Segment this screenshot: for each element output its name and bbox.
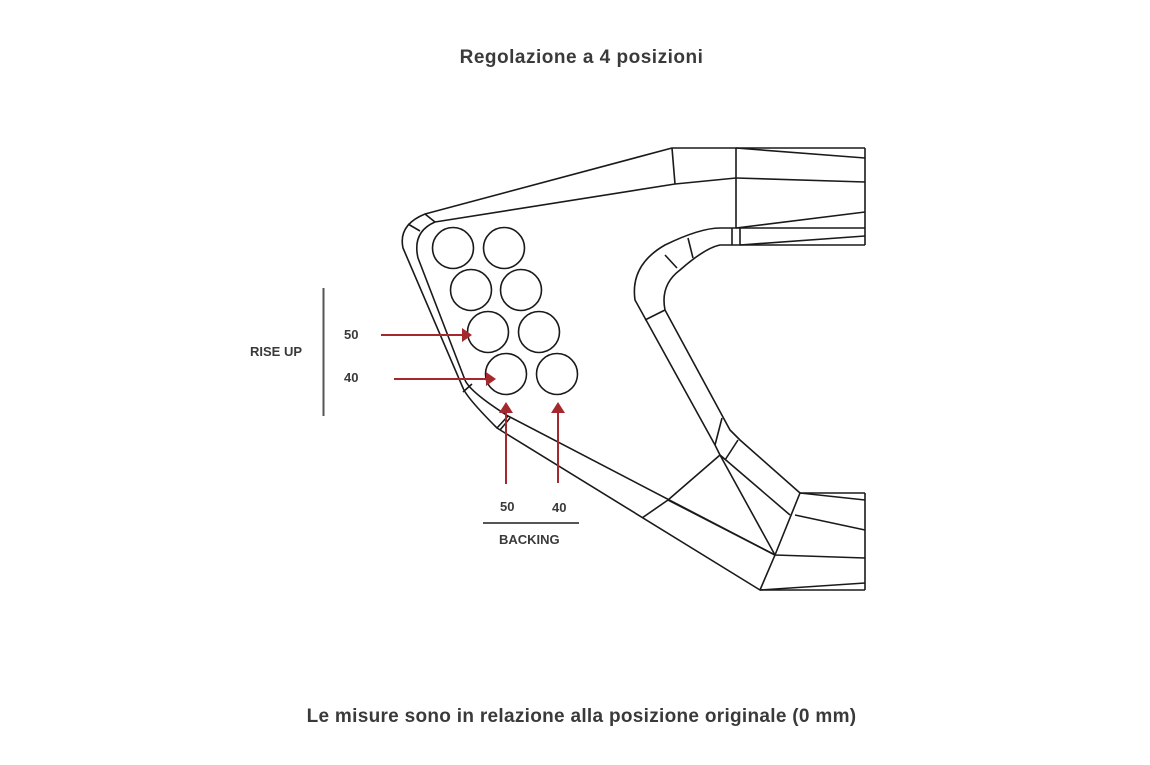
hole: [466, 310, 510, 354]
diagram-title: Regolazione a 4 posizioni: [459, 47, 704, 68]
bracket-opening-outer: [633, 227, 865, 516]
bracket-outer-edge: [401, 147, 865, 591]
bracket-opening-inner: [663, 244, 865, 494]
hole: [484, 352, 528, 396]
hole: [431, 226, 475, 270]
arrowhead-icon: [551, 402, 565, 413]
hole: [449, 268, 493, 312]
arrowhead-icon: [462, 328, 472, 342]
backing-value-50: 50: [500, 499, 515, 514]
hole: [482, 226, 526, 270]
arrowhead-icon: [486, 372, 496, 386]
hole: [499, 268, 543, 312]
arrowhead-icon: [499, 402, 513, 413]
hole: [535, 352, 579, 396]
rise-up-value-40: 40: [344, 370, 359, 385]
adjustment-holes: [431, 226, 579, 396]
backing-label: BACKING: [499, 532, 560, 547]
rise-up-value-50: 50: [344, 327, 359, 342]
hole: [517, 310, 561, 354]
footer-note: Le misure sono in relazione alla posizio…: [306, 706, 857, 727]
bracket-inner-edge: [416, 177, 776, 556]
backing-value-40: 40: [552, 500, 567, 515]
rise-up-label: RISE UP: [250, 344, 303, 359]
